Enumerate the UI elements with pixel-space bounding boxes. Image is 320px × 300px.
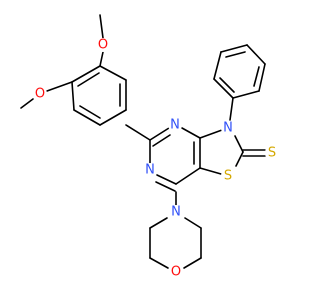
atom-symbol: N: [223, 121, 233, 136]
atom-symbol: N: [171, 205, 181, 220]
atom-symbol: S: [268, 146, 276, 161]
bond: [77, 72, 100, 87]
bond: [199, 167, 222, 175]
bond: [155, 181, 176, 192]
atom-o-methoxy-left: O: [33, 87, 47, 102]
atom-label-layer: O O N N N S S N: [33, 38, 279, 280]
bond: [149, 257, 169, 269]
bond: [234, 135, 244, 153]
bond: [99, 14, 104, 39]
bond: [183, 257, 202, 269]
bond-layer: [20, 14, 266, 269]
bond: [235, 151, 244, 167]
bond: [99, 109, 127, 126]
bond: [71, 65, 101, 83]
bond: [213, 51, 222, 80]
atom-symbol: S: [224, 169, 232, 184]
bond: [184, 217, 202, 229]
atom-o-morpholine: O: [169, 265, 183, 280]
atom-o-methoxy-top: O: [96, 38, 110, 53]
bond: [152, 134, 171, 147]
bond: [149, 217, 168, 229]
bond: [258, 63, 266, 92]
bond: [229, 97, 234, 121]
bond: [246, 44, 266, 65]
atom-n-pyrimidine-left: N: [143, 163, 157, 178]
bond: [175, 167, 201, 185]
bond: [219, 77, 235, 93]
atom-symbol: O: [171, 265, 181, 280]
bond: [220, 44, 248, 53]
bond: [156, 174, 177, 185]
bond: [71, 81, 75, 111]
atom-symbol: N: [145, 163, 155, 178]
bond: [213, 78, 234, 99]
bond: [79, 105, 101, 119]
atom-n-morpholine: N: [169, 205, 183, 220]
bond: [253, 66, 260, 87]
atom-symbol: O: [35, 87, 45, 102]
atom-s-thione: S: [265, 146, 279, 161]
bond: [225, 51, 246, 58]
molecule-structure-diagram: O O N N N S S N: [20, 14, 279, 280]
bond: [20, 98, 34, 109]
atom-n-pyrimidine-top: N: [168, 118, 182, 133]
bond: [181, 127, 201, 139]
atom-symbol: N: [170, 118, 180, 133]
bond: [99, 65, 127, 81]
bond: [99, 51, 104, 67]
atom-s-thiazole: S: [221, 169, 235, 184]
bond: [125, 124, 151, 141]
bond: [73, 109, 101, 126]
bond: [232, 90, 260, 99]
bond: [149, 127, 170, 141]
atom-n-thiazole: N: [221, 121, 235, 136]
atom-symbol: O: [98, 38, 108, 53]
bond: [46, 81, 73, 92]
bond: [199, 129, 223, 139]
